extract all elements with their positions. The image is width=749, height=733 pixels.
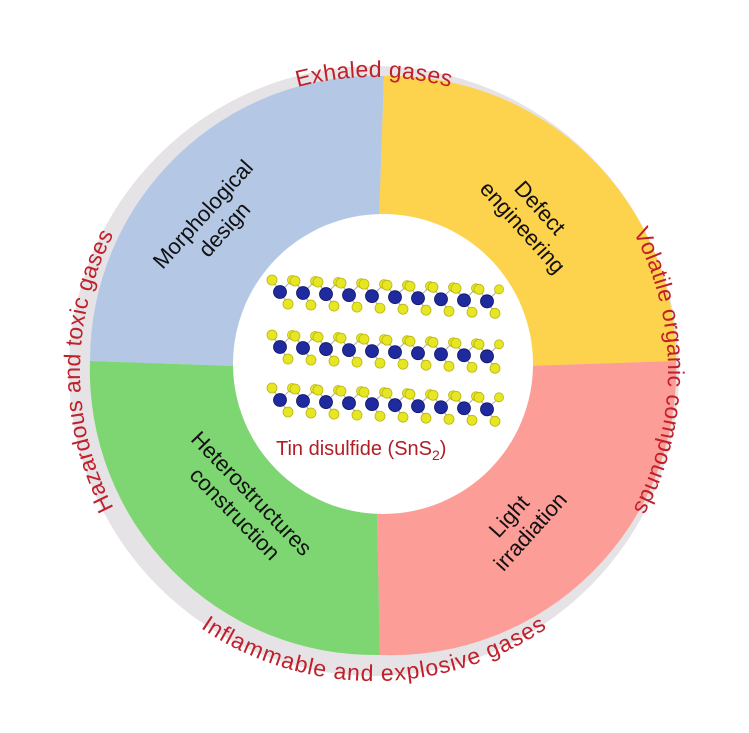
tin-atom: [457, 401, 471, 416]
sulfur-atom: [305, 407, 317, 419]
sulfur-atom: [381, 279, 393, 291]
sulfur-atom: [404, 280, 416, 292]
tin-atom: [296, 286, 310, 300]
tin-atom: [342, 396, 356, 411]
sulfur-atom: [466, 361, 478, 373]
sulfur-atom: [328, 355, 340, 367]
tin-atom: [319, 287, 333, 301]
sulfur-atom: [466, 414, 478, 426]
sulfur-atom: [443, 305, 455, 317]
sulfur-atom: [427, 281, 439, 293]
sulfur-atom: [443, 413, 455, 425]
sulfur-atom: [381, 334, 393, 346]
tin-atom: [342, 288, 356, 303]
sulfur-atom: [397, 411, 409, 423]
sulfur-atom: [335, 385, 347, 397]
tin-atom: [273, 393, 287, 407]
sulfur-atom: [358, 278, 370, 290]
sulfur-atom: [450, 337, 462, 349]
sulfur-atom: [351, 409, 363, 421]
tin-atom: [411, 291, 425, 306]
sulfur-atom: [450, 282, 462, 294]
sulfur-atom: [473, 283, 485, 295]
tin-atom: [365, 289, 379, 304]
center-label-subscript: 2: [432, 447, 440, 463]
tin-atom: [365, 397, 379, 412]
sulfur-atom: [282, 406, 294, 418]
sulfur-atom: [351, 356, 363, 368]
sulfur-atom: [427, 389, 439, 401]
sulfur-atom: [305, 354, 317, 366]
sulfur-atom: [335, 277, 347, 289]
sulfur-atom: [266, 329, 278, 341]
tin-atom: [388, 345, 402, 360]
sulfur-atom: [420, 359, 432, 371]
sulfur-atom: [289, 275, 301, 287]
tin-atom: [388, 290, 402, 305]
center-label: Tin disulfide (SnS2): [276, 438, 446, 463]
sulfur-atom: [427, 336, 439, 348]
sulfur-atom: [404, 388, 416, 400]
sulfur-atom: [312, 276, 324, 288]
sulfur-atom: [443, 360, 455, 372]
sulfur-atom: [420, 412, 432, 424]
tin-atom: [480, 402, 494, 417]
tin-atom: [457, 293, 471, 308]
tin-atom: [273, 285, 287, 299]
tin-atom: [434, 347, 448, 362]
sulfur-atom: [305, 299, 317, 311]
tin-atom: [411, 399, 425, 414]
tin-atom: [457, 348, 471, 363]
sulfur-atom: [282, 353, 294, 365]
sulfur-atom: [397, 358, 409, 370]
tin-atom: [319, 395, 333, 409]
sulfur-atom: [374, 410, 386, 422]
sulfur-atom: [312, 331, 324, 343]
sulfur-atom: [381, 387, 393, 399]
tin-atom: [273, 340, 287, 354]
sulfur-atom: [374, 302, 386, 314]
sulfur-atom: [489, 415, 501, 427]
sulfur-atom: [473, 391, 485, 403]
tin-atom: [388, 398, 402, 413]
sulfur-atom: [312, 384, 324, 396]
sulfur-atom: [450, 390, 462, 402]
tin-atom: [319, 342, 333, 356]
sulfur-atom: [397, 303, 409, 315]
tin-atom: [411, 346, 425, 361]
tin-atom: [296, 394, 310, 408]
sulfur-atom: [289, 330, 301, 342]
sulfur-atom: [420, 304, 432, 316]
tin-atom: [434, 400, 448, 415]
tin-atom: [480, 349, 494, 364]
tin-atom: [296, 341, 310, 355]
tin-atom: [342, 343, 356, 358]
sulfur-atom: [335, 332, 347, 344]
sulfur-atom: [351, 301, 363, 313]
sulfur-atom: [374, 357, 386, 369]
sulfur-atom: [328, 300, 340, 312]
sulfur-atom: [494, 339, 504, 350]
sulfur-atom: [358, 386, 370, 398]
sulfur-atom: [489, 362, 501, 374]
sulfur-atom: [489, 307, 501, 319]
tin-atom: [434, 292, 448, 307]
sulfur-atom: [328, 408, 340, 420]
sulfur-atom: [494, 392, 504, 403]
tin-atom: [480, 294, 494, 309]
tin-atom: [365, 344, 379, 359]
sulfur-atom: [266, 274, 278, 286]
sulfur-atom: [473, 338, 485, 350]
sulfur-atom: [289, 383, 301, 395]
sulfur-atom: [404, 335, 416, 347]
sulfur-atom: [282, 298, 294, 310]
sulfur-atom: [466, 306, 478, 318]
sulfur-atom: [494, 284, 504, 295]
sulfur-atom: [358, 333, 370, 345]
sulfur-atom: [266, 382, 278, 394]
sns2-crystal-structure: [266, 274, 504, 427]
